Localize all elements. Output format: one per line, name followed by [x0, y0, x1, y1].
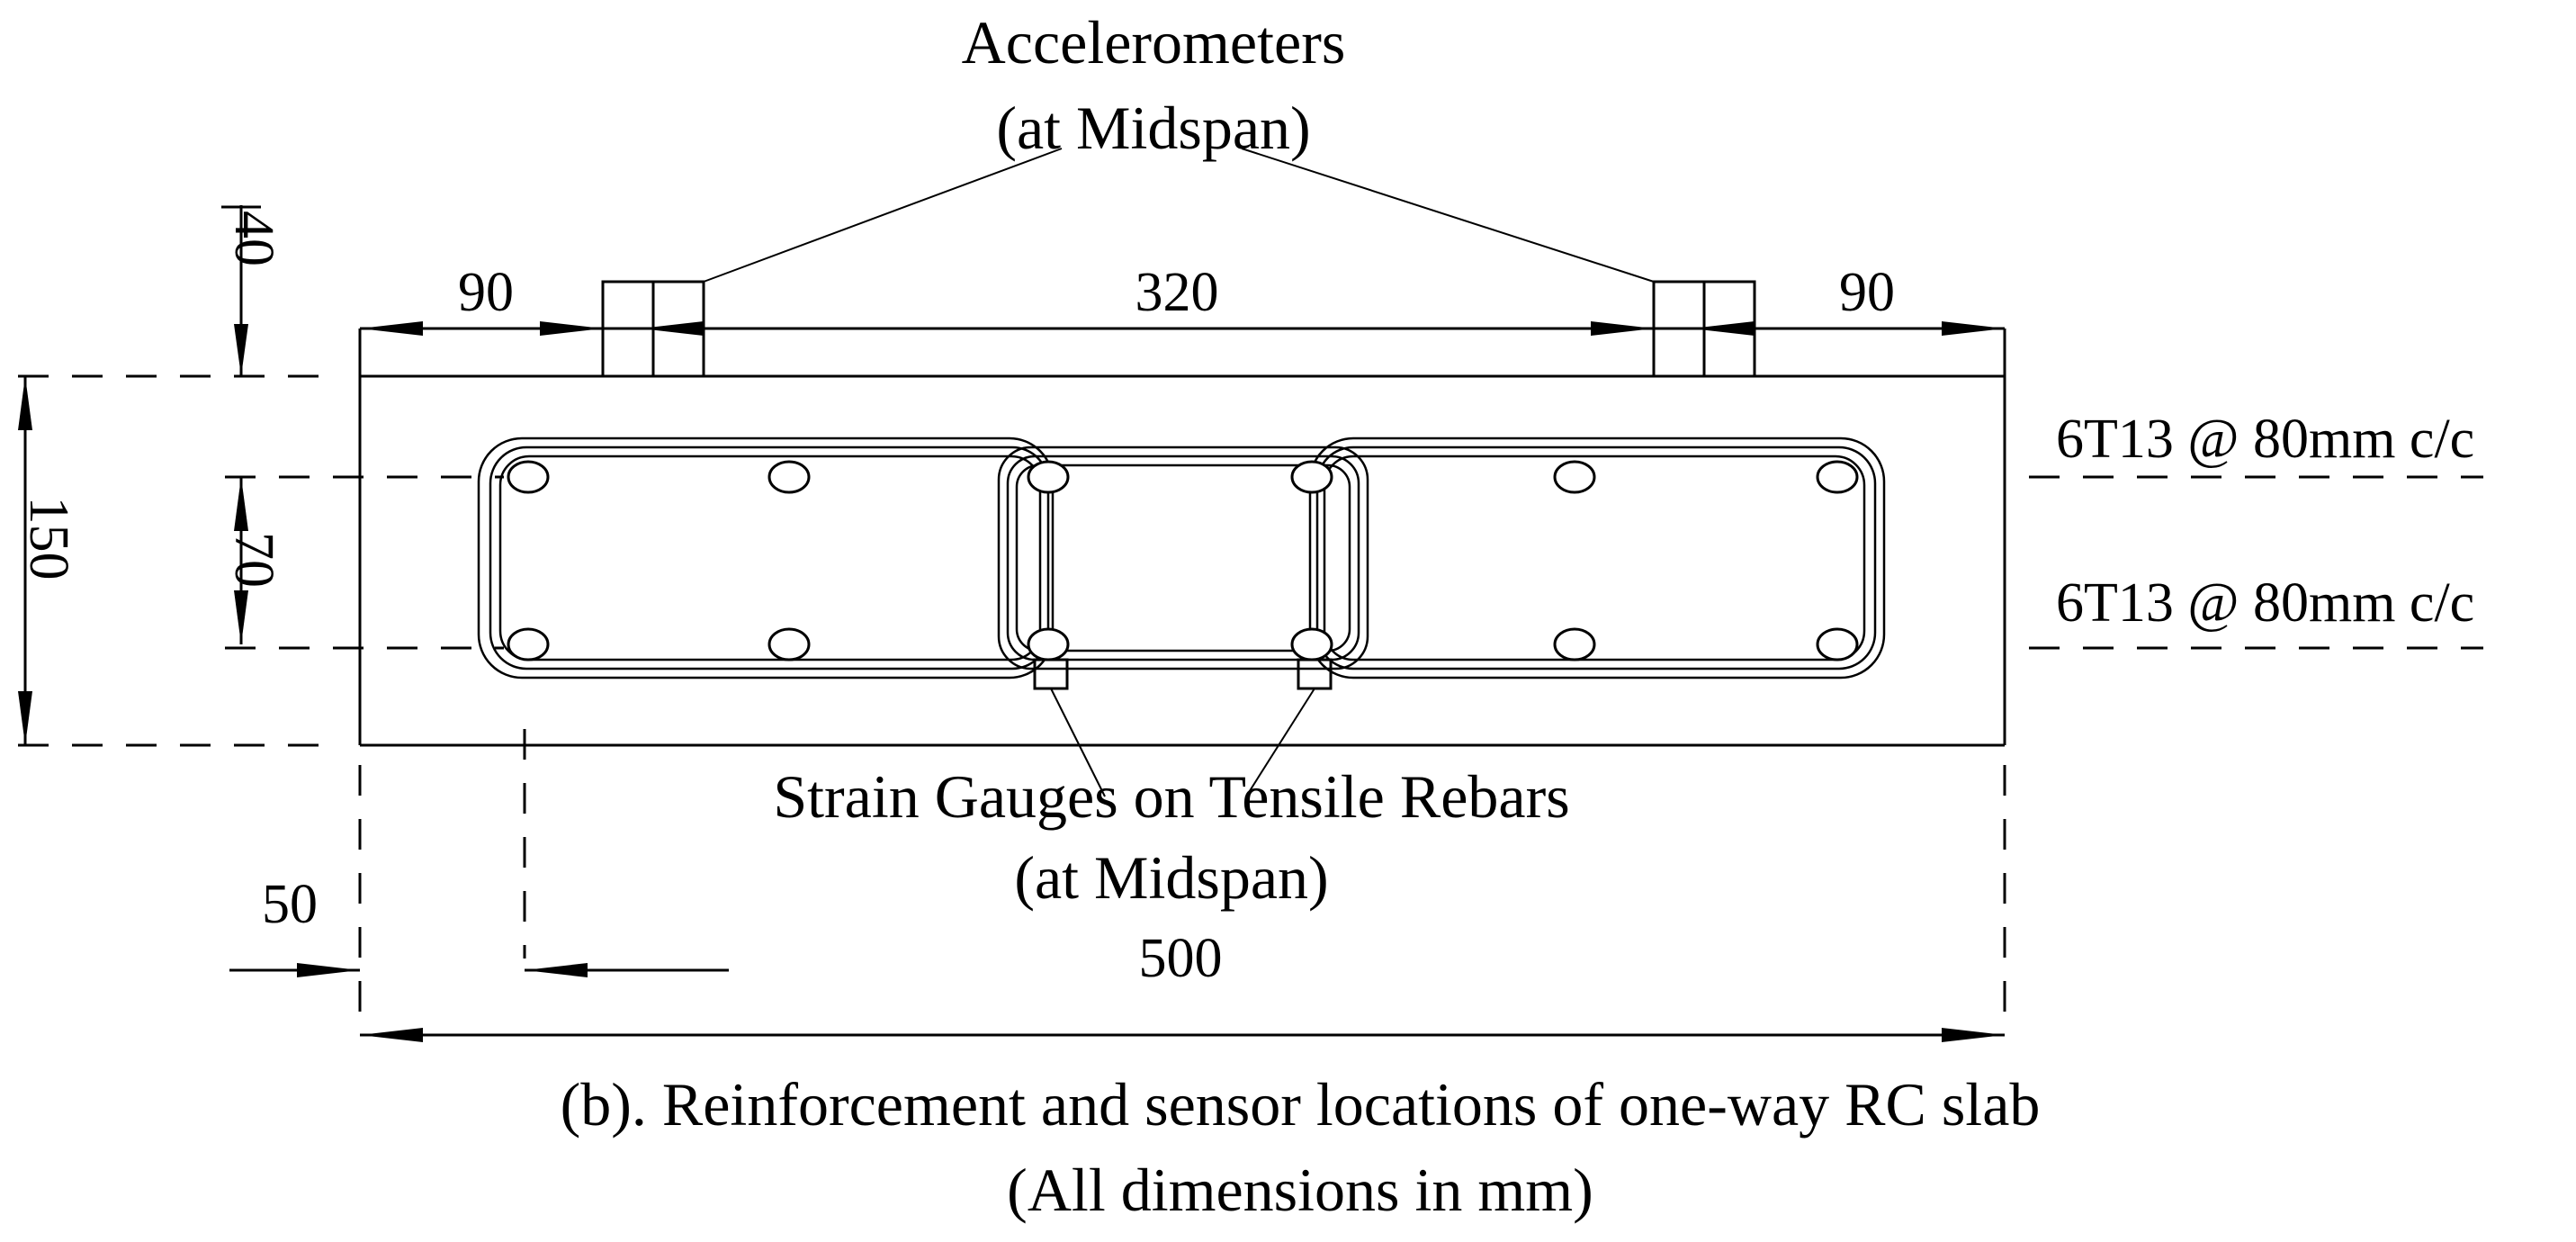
accelerometers-location-label: (at Midspan): [996, 94, 1310, 162]
figure-caption: (b). Reinforcement and sensor locations …: [561, 1070, 2041, 1138]
dim-right-offset-label: 90: [1839, 262, 1895, 323]
strain-gauge-right: [1297, 658, 1333, 690]
dim-50: [229, 963, 729, 977]
dim-slab-width-label: 500: [1139, 928, 1223, 989]
top-rebar: [767, 460, 811, 494]
dim-40: [221, 205, 261, 376]
bottom-rebar: [507, 627, 550, 662]
stirrups: [477, 436, 1886, 680]
top-rebar: [1553, 460, 1596, 494]
accelerometers-label: Accelerometers: [962, 8, 1346, 76]
dim-left-offset-label: 90: [458, 262, 514, 323]
strain-gauges: [1033, 658, 1333, 797]
top-rebar-spec-label: 6T13 @ 80mm c/c: [2056, 409, 2474, 470]
top-rebars: [507, 460, 1859, 494]
top-rebar: [1816, 460, 1859, 494]
strain-gauges-label: Strain Gauges on Tensile Rebars: [773, 762, 1569, 831]
bottom-rebar-spec-label: 6T13 @ 80mm c/c: [2056, 572, 2474, 634]
dim-slab-depth-label: 150: [18, 497, 79, 580]
strain-gauges-location-label: (at Midspan): [1014, 843, 1328, 912]
top-rebar: [1290, 460, 1333, 494]
bottom-rebars: [507, 627, 1859, 662]
dim-sensor-spacing-label: 320: [1135, 262, 1219, 323]
bottom-rebar: [1290, 627, 1333, 662]
bottom-rebar: [1816, 627, 1859, 662]
slab-outline: [358, 328, 2006, 747]
dim-sensor-height-label: 40: [223, 211, 284, 266]
dim-edge-label: 50: [262, 874, 318, 935]
dim-150: [18, 376, 32, 745]
bottom-rebar: [1027, 627, 1070, 662]
figure-caption-units: (All dimensions in mm): [1007, 1156, 1593, 1224]
dim-rebar-spacing-label: 70: [223, 532, 284, 588]
top-dimension-line: [360, 321, 2005, 336]
top-rebar: [1027, 460, 1070, 494]
dim-70: [234, 477, 248, 644]
bottom-rebar: [767, 627, 811, 662]
top-rebar: [507, 460, 550, 494]
bottom-rebar: [1553, 627, 1596, 662]
dashed-extension-lines: [18, 374, 2483, 1035]
dim-500: [360, 1028, 2005, 1042]
